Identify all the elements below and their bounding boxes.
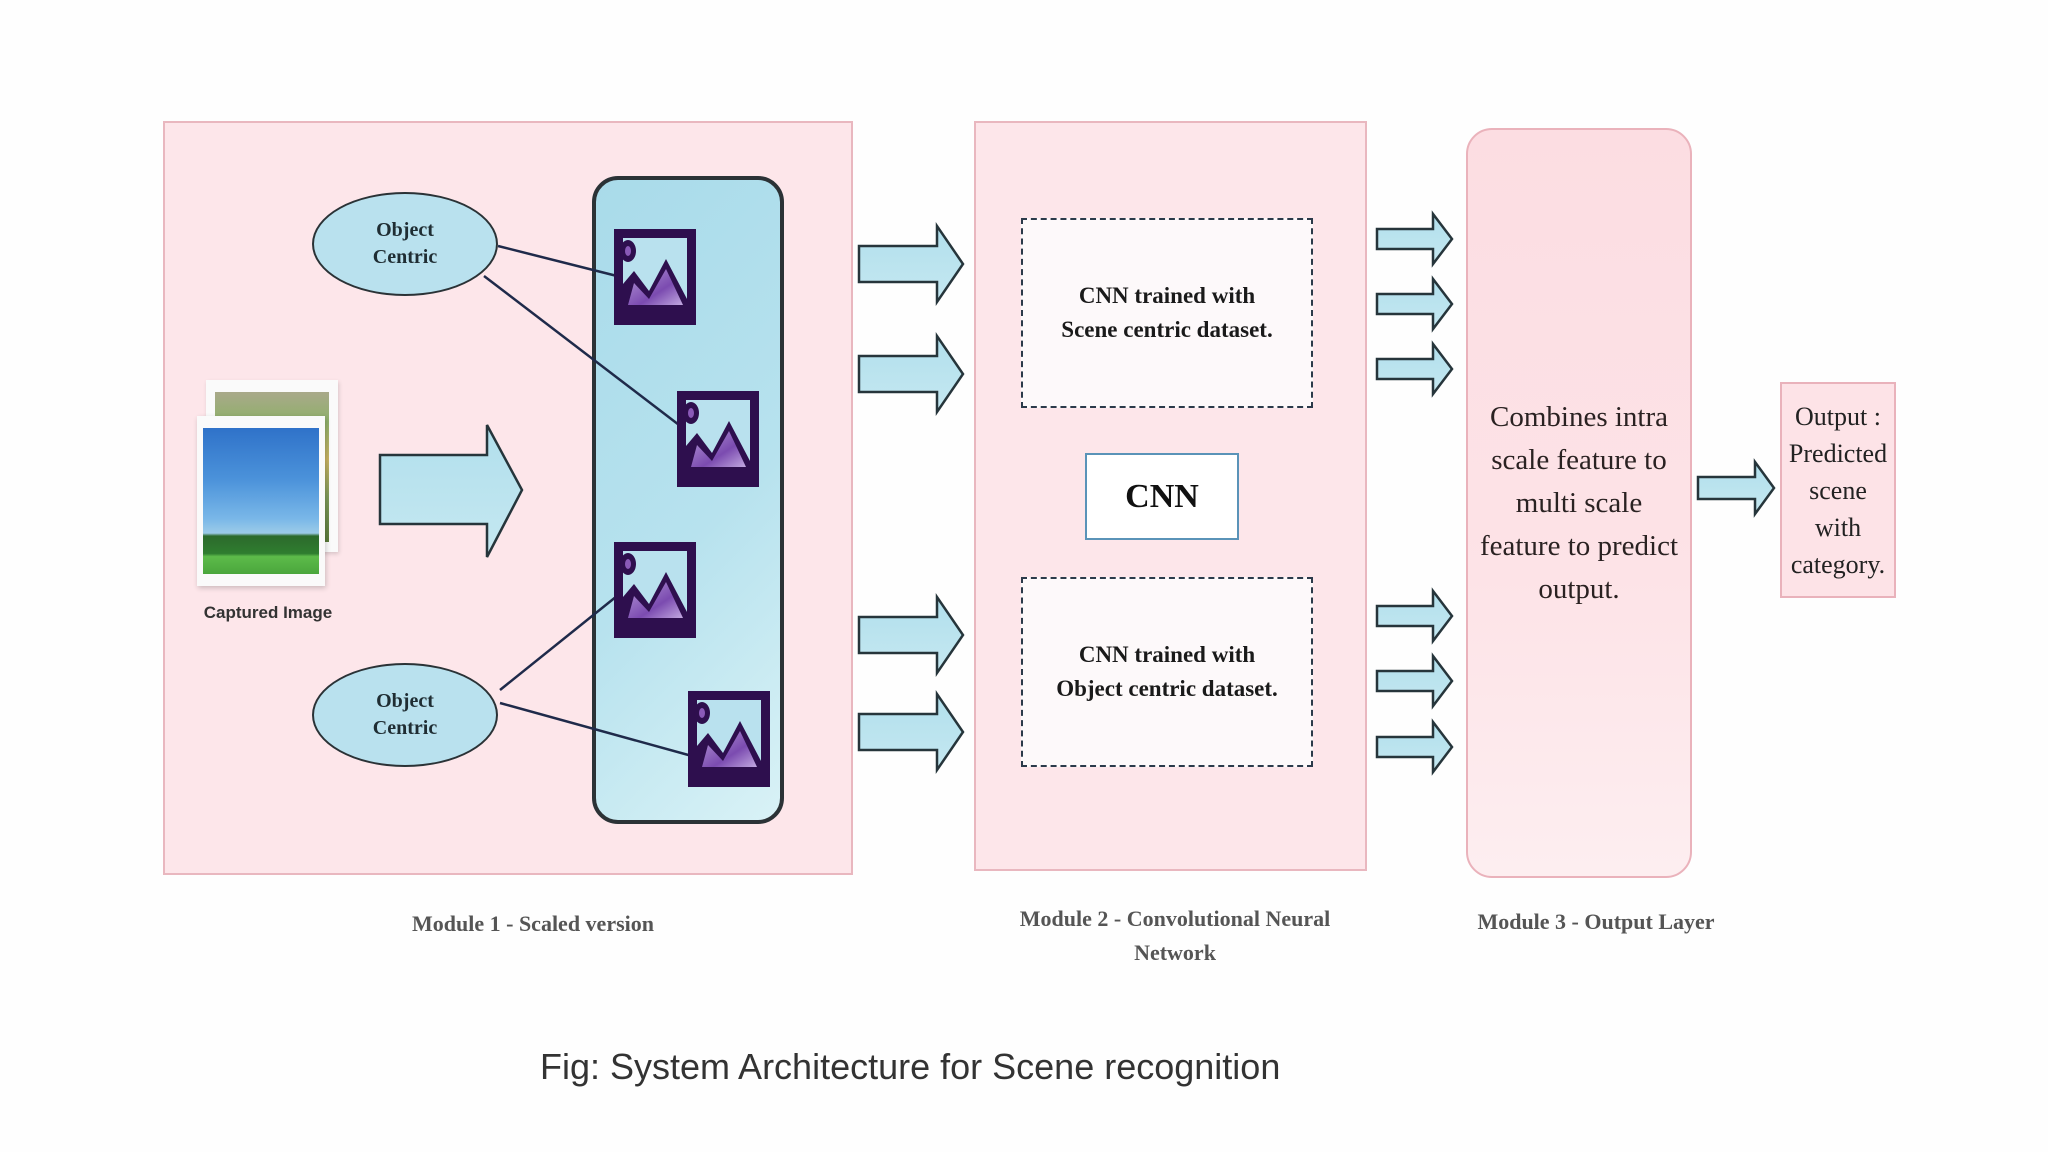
arrow-right-icon — [1375, 718, 1454, 776]
cnn-box: CNN — [1085, 453, 1239, 540]
arrow-right-icon — [1375, 340, 1454, 398]
module2-label: Module 2 - Convolutional Neural Network — [980, 902, 1370, 970]
captured-image-photo-icon — [197, 416, 325, 586]
output-line: Output : — [1795, 401, 1881, 431]
arrow-right-icon — [857, 331, 965, 417]
module3-panel — [1466, 128, 1692, 878]
ellipse-text-line: Centric — [372, 717, 438, 739]
arrow-right-icon — [857, 592, 965, 678]
module3-label: Module 3 - Output Layer — [1477, 909, 1715, 934]
combine-text-line: output. — [1538, 573, 1620, 605]
arrow-right-icon — [1375, 652, 1454, 710]
captured-image-label: Captured Image — [203, 603, 333, 622]
scene-box-line: CNN trained with — [1078, 283, 1256, 308]
object-centric-ellipse-top: Object Centric — [312, 192, 498, 296]
figure-caption: Fig: System Architecture for Scene recog… — [540, 1046, 1281, 1087]
module2-label-line: Module 2 - Convolutional Neural — [1019, 906, 1331, 931]
object-box-line: Object centric dataset. — [1056, 676, 1278, 701]
object-box-line: CNN trained with — [1078, 642, 1256, 667]
arrow-right-icon — [1696, 458, 1776, 518]
image-icon — [677, 391, 759, 487]
module1-label: Module 1 - Scaled version — [412, 911, 654, 936]
output-line: category. — [1790, 549, 1886, 579]
arrow-right-icon — [857, 689, 965, 775]
scene-box-line: Scene centric dataset. — [1061, 317, 1273, 342]
arrow-right-icon — [857, 221, 965, 307]
output-line: scene — [1809, 475, 1867, 505]
scene-centric-cnn-box: CNN trained with Scene centric dataset. — [1021, 218, 1313, 408]
connector-line — [499, 595, 618, 691]
combine-features-text: Combines intra scale feature to multi sc… — [1466, 396, 1692, 611]
image-icon — [614, 229, 696, 325]
connector-line — [499, 701, 693, 758]
ellipse-text-line: Object — [376, 219, 434, 241]
module2-label-line: Network — [1134, 940, 1216, 965]
ellipse-text-line: Object — [376, 690, 434, 712]
output-box: Output : Predicted scene with category. — [1780, 382, 1896, 598]
arrow-right-icon — [1375, 587, 1454, 645]
combine-text-line: multi scale — [1515, 487, 1643, 519]
image-icon — [614, 542, 696, 638]
connector-line — [483, 275, 684, 429]
ellipse-text-line: Centric — [372, 246, 438, 268]
object-centric-cnn-box: CNN trained with Object centric dataset. — [1021, 577, 1313, 767]
arrow-right-icon — [1375, 210, 1454, 268]
combine-text-line: feature to predict — [1479, 530, 1679, 562]
connector-line — [497, 244, 618, 278]
combine-text-line: scale feature to — [1491, 444, 1667, 476]
output-line: Predicted — [1788, 438, 1888, 468]
image-icon — [688, 691, 770, 787]
output-line: with — [1814, 512, 1862, 542]
combine-text-line: Combines intra — [1489, 401, 1668, 433]
arrow-right-icon — [1375, 275, 1454, 333]
object-centric-ellipse-bottom: Object Centric — [312, 663, 498, 767]
arrow-right-icon — [378, 424, 524, 558]
